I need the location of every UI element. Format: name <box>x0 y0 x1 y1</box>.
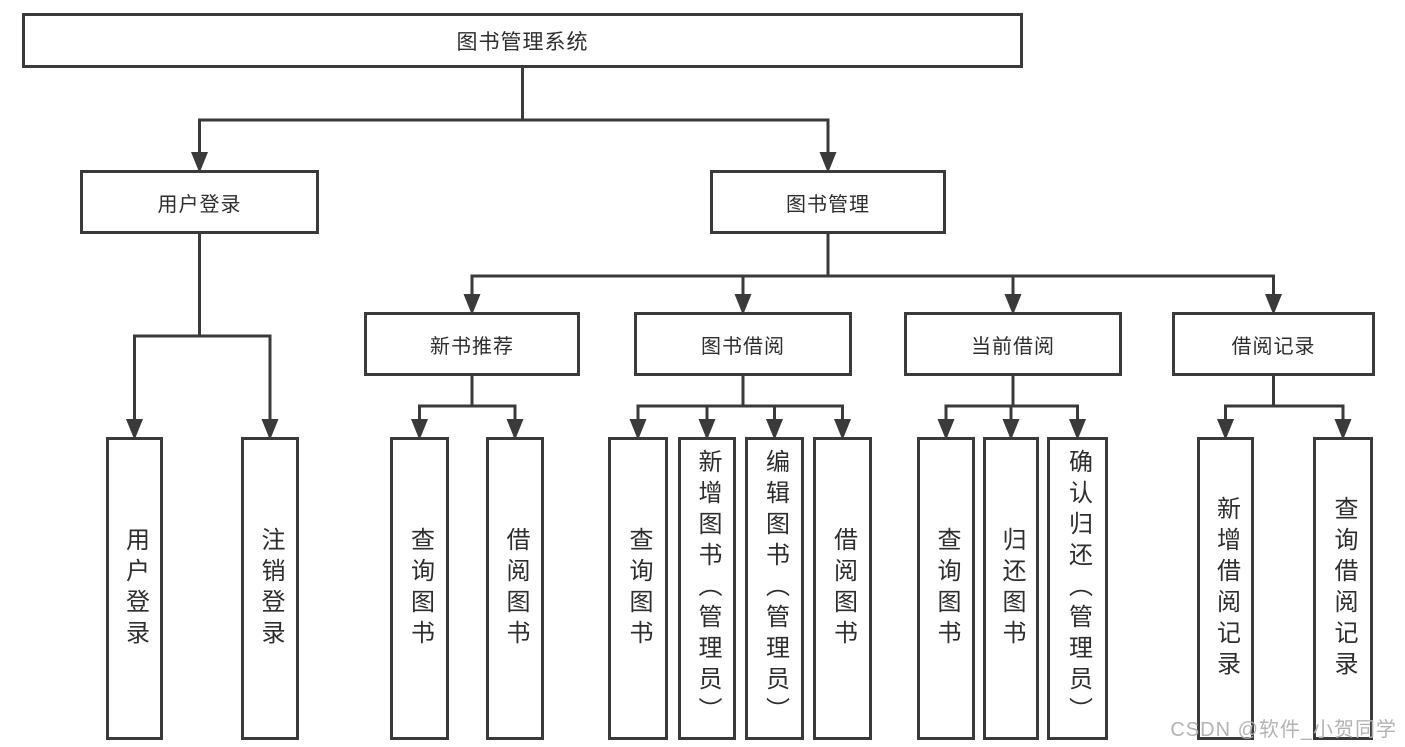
diagram-node-label-query-book-rec: 查询图书 <box>406 526 434 651</box>
arrowhead-icon <box>1002 419 1020 440</box>
arrowhead-icon <box>629 419 647 440</box>
diagram-node-book-mgmt: 图书管理 <box>710 170 946 234</box>
diagram-node-add-borrow-record: 新增借阅记录 <box>1197 437 1254 740</box>
arrowhead-icon <box>1265 294 1282 315</box>
arrowhead-icon <box>1217 419 1234 440</box>
diagram-node-logout-leaf: 注销登录 <box>241 437 299 740</box>
diagram-node-borrow-book-rec: 借阅图书 <box>486 437 544 740</box>
diagram-node-edit-book-admin: 编辑图书（管理员） <box>745 437 804 740</box>
diagram-node-label-query-book-current: 查询图书 <box>933 526 960 651</box>
diagram-node-new-book-rec: 新书推荐 <box>364 312 580 376</box>
diagram-node-borrow-book-2: 借阅图书 <box>813 437 872 740</box>
arrowhead-icon <box>766 419 783 440</box>
diagram-node-label-user-login: 用户登录 <box>157 193 242 216</box>
diagram-node-return-book: 归还图书 <box>983 437 1039 740</box>
arrowhead-icon <box>698 419 716 440</box>
diagram-node-add-book-admin: 新增图书（管理员） <box>678 437 736 740</box>
diagram-node-label-confirm-return: 确认归还（管理员） <box>1064 449 1092 728</box>
arrowhead-icon <box>261 419 279 440</box>
diagram-node-label-edit-book-admin: 编辑图书（管理员） <box>761 449 789 728</box>
diagram-node-book-borrow: 图书借阅 <box>634 312 852 376</box>
diagram-node-label-root: 图书管理系统 <box>456 30 589 54</box>
arrowhead-icon <box>463 294 481 315</box>
arrowhead-icon <box>411 419 428 440</box>
diagram-node-query-book-rec: 查询图书 <box>390 437 449 740</box>
arrowhead-icon <box>734 294 752 315</box>
diagram-node-root: 图书管理系统 <box>22 13 1023 68</box>
arrowhead-icon <box>506 419 524 440</box>
arrowhead-icon <box>1334 419 1352 440</box>
diagram-node-label-add-book-admin: 新增图书（管理员） <box>694 449 721 728</box>
diagram-node-label-borrow-book-rec: 借阅图书 <box>502 526 529 651</box>
diagram-node-label-book-borrow: 图书借阅 <box>701 335 785 358</box>
diagram-node-query-book-current: 查询图书 <box>917 437 975 740</box>
watermark-text: CSDN @软件_小贺同学 <box>1170 719 1397 741</box>
diagram-node-user-login-leaf: 用户登录 <box>106 437 163 740</box>
diagram-node-label-query-book-borrow: 查询图书 <box>625 526 652 651</box>
arrowhead-icon <box>937 419 955 440</box>
arrowhead-icon <box>834 419 851 440</box>
arrowhead-icon <box>819 152 837 173</box>
diagram-node-label-logout-leaf: 注销登录 <box>257 526 284 651</box>
arrowhead-icon <box>1004 294 1022 315</box>
diagram-node-label-return-book: 归还图书 <box>998 526 1025 651</box>
diagram-node-label-query-borrow-record: 查询借阅记录 <box>1330 495 1357 682</box>
arrowhead-icon <box>126 419 143 440</box>
diagram-node-current-borrow: 当前借阅 <box>904 312 1122 376</box>
diagram-node-borrow-record: 借阅记录 <box>1172 312 1375 376</box>
diagram-node-user-login: 用户登录 <box>80 170 319 234</box>
diagram-node-query-book-borrow: 查询图书 <box>608 437 668 740</box>
diagram-node-confirm-return: 确认归还（管理员） <box>1047 437 1108 740</box>
arrowhead-icon <box>191 152 208 173</box>
diagram-node-query-borrow-record: 查询借阅记录 <box>1313 437 1373 740</box>
diagram-node-label-add-borrow-record: 新增借阅记录 <box>1212 495 1240 682</box>
diagram-node-label-borrow-record: 借阅记录 <box>1231 335 1316 358</box>
diagram-node-label-current-borrow: 当前借阅 <box>971 335 1055 358</box>
diagram-node-label-user-login-leaf: 用户登录 <box>121 526 149 651</box>
diagram-node-label-new-book-rec: 新书推荐 <box>430 335 514 358</box>
diagram-node-label-book-mgmt: 图书管理 <box>786 193 870 216</box>
diagram-node-label-borrow-book-2: 借阅图书 <box>829 526 857 651</box>
arrowhead-icon <box>1069 419 1086 440</box>
